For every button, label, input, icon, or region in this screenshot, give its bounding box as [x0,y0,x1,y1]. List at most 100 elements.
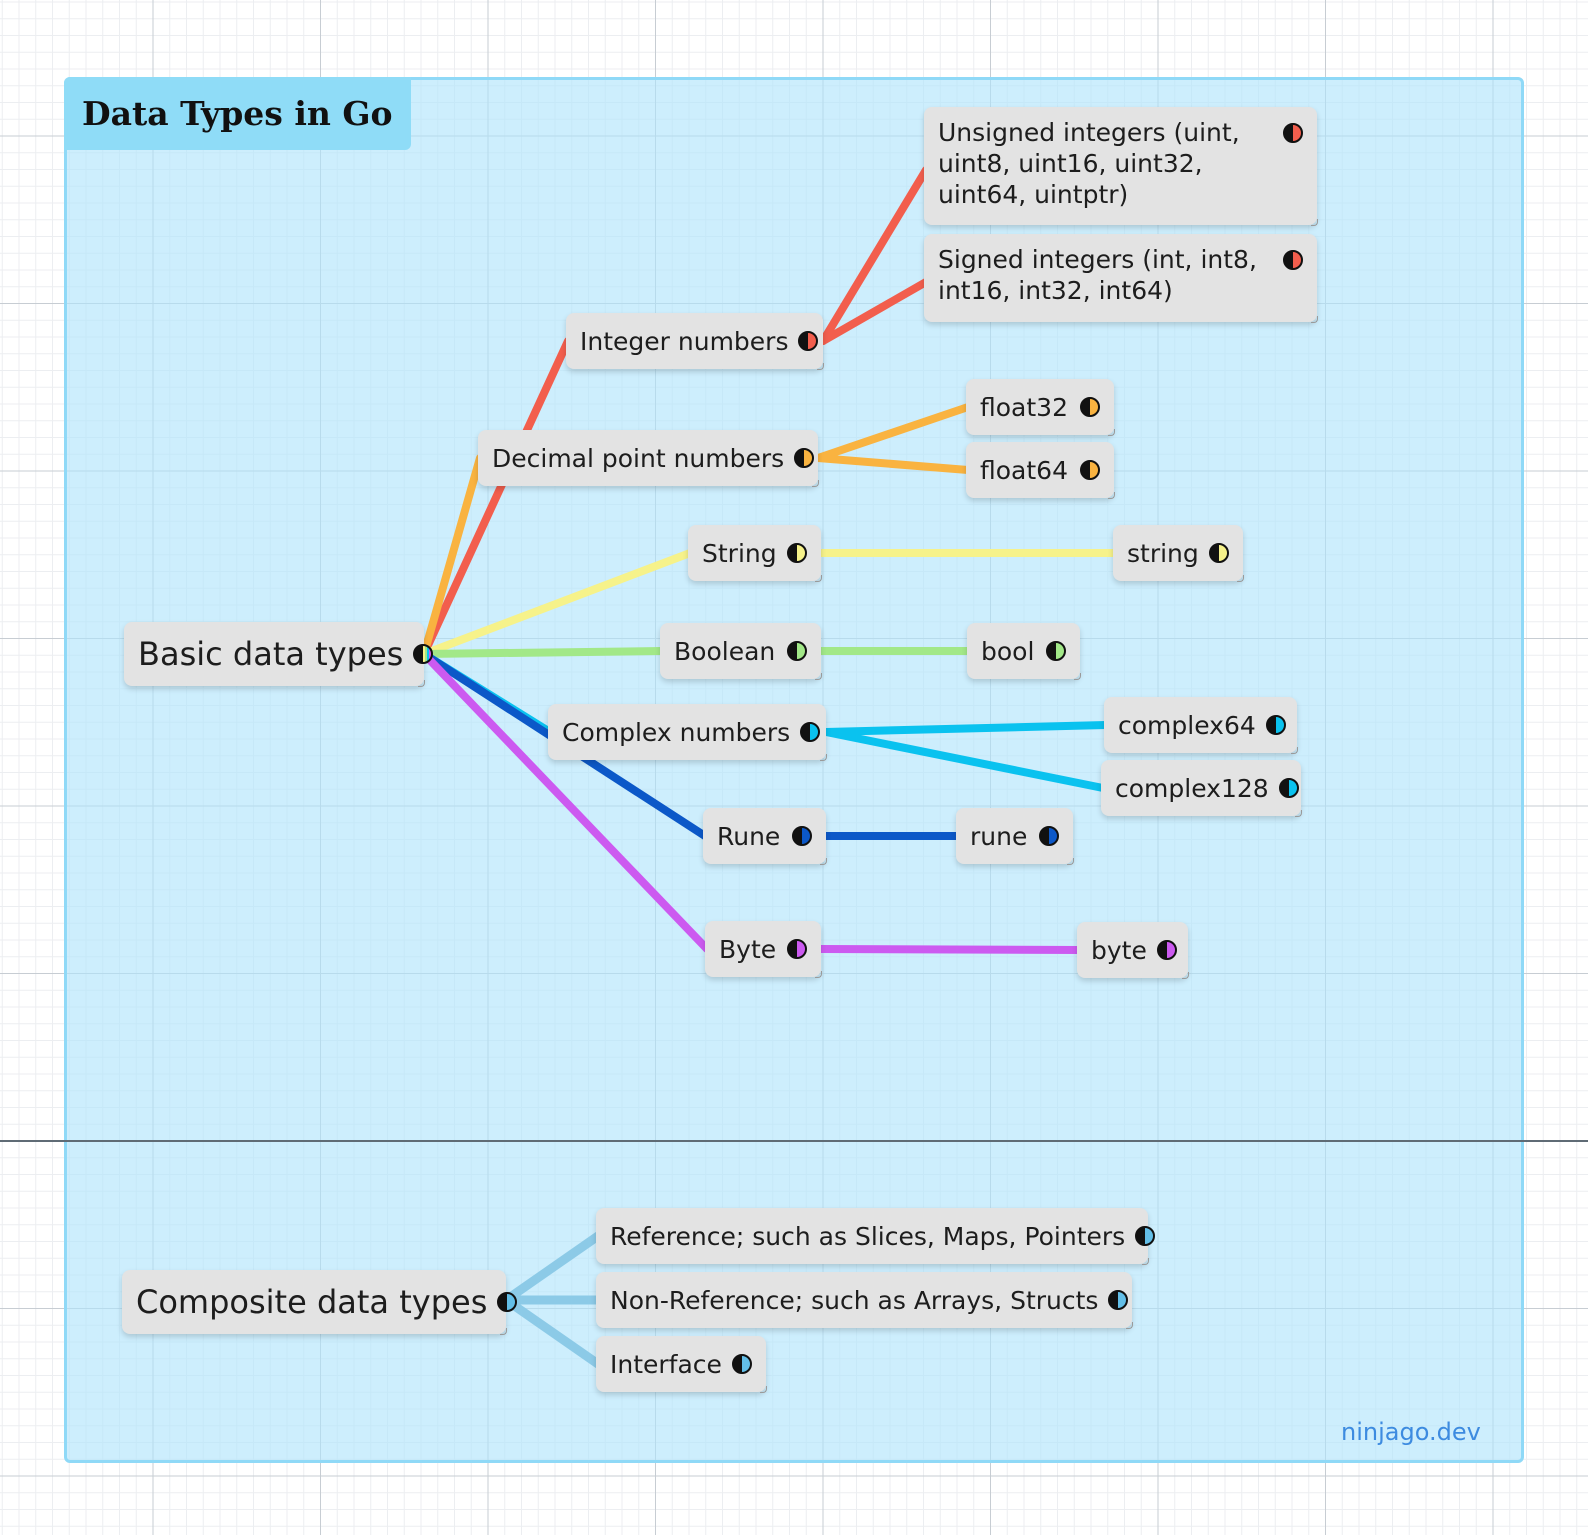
connector-basic-to-decimal [420,454,484,658]
connector-integer-to-signed [819,278,930,345]
node-label: bool [981,636,1035,666]
node-unsigned[interactable]: Unsigned integers (uint, uint8, uint16, … [924,107,1318,226]
connector-basic-to-string [420,549,694,658]
node-integer[interactable]: Integer numbers [566,313,824,370]
resize-handle-icon[interactable] [1067,858,1074,865]
node-label: string [1127,538,1199,568]
connector-complex-to-complex64 [822,721,1110,736]
resize-handle-icon[interactable] [1291,747,1298,754]
connector-basic-to-boolean [420,647,666,658]
half-circle-icon[interactable] [1278,778,1299,798]
connector-complex-to-complex128 [822,728,1107,792]
resize-handle-icon[interactable] [1108,429,1115,436]
resize-handle-icon[interactable] [817,363,824,370]
node-signed[interactable]: Signed integers (int, int8, int16, int32… [924,234,1318,323]
node-label: Reference; such as Slices, Maps, Pointer… [610,1221,1126,1251]
resize-handle-icon[interactable] [812,480,819,487]
node-decimal[interactable]: Decimal point numbers [478,430,819,487]
node-label: Interface [610,1349,722,1379]
resize-handle-icon[interactable] [815,971,822,978]
node-byte-t[interactable]: byte [1077,922,1189,979]
half-circle-icon[interactable] [798,331,819,351]
node-label: Byte [719,934,777,964]
page-divider-line [0,1140,1588,1142]
node-label: rune [970,821,1028,851]
half-circle-icon[interactable] [1156,940,1177,960]
half-circle-icon[interactable] [1265,715,1286,735]
connector-basic-to-integer [420,337,572,658]
node-rune-t[interactable]: rune [956,808,1074,865]
half-circle-icon[interactable] [1108,1290,1129,1310]
resize-handle-icon[interactable] [815,575,822,582]
half-circle-icon[interactable] [787,641,807,661]
resize-handle-icon[interactable] [1311,316,1318,323]
resize-handle-icon[interactable] [820,858,827,865]
half-circle-icon[interactable] [1080,397,1100,417]
half-circle-icon[interactable] [787,543,807,563]
node-string[interactable]: String [688,525,822,582]
node-label: Basic data types [138,635,404,673]
node-string-t[interactable]: string [1113,525,1244,582]
node-bool-t[interactable]: bool [967,623,1081,680]
node-label: Complex numbers [562,717,791,747]
node-label: Integer numbers [580,326,789,356]
watermark: ninjago.dev [1341,1418,1481,1446]
node-label: float32 [980,392,1068,422]
node-label: Signed integers (int, int8, int16, int32… [938,245,1257,305]
node-label: complex64 [1118,710,1256,740]
resize-handle-icon[interactable] [1182,972,1189,979]
half-circle-icon[interactable] [732,1354,752,1374]
node-byte[interactable]: Byte [705,921,822,978]
dual-color-toggle-icon[interactable] [413,644,434,664]
node-basic[interactable]: Basic data types [124,622,434,687]
resize-handle-icon[interactable] [1074,673,1081,680]
half-circle-icon[interactable] [794,448,815,468]
resize-handle-icon[interactable] [1108,492,1115,499]
connector-composite-to-reference [501,1231,603,1305]
resize-handle-icon[interactable] [418,680,425,687]
node-label: Non-Reference; such as Arrays, Structs [610,1285,1099,1315]
half-circle-icon[interactable] [1080,460,1100,480]
node-float32[interactable]: float32 [966,379,1115,436]
resize-handle-icon[interactable] [820,754,827,761]
connector-decimal-to-float64 [814,454,972,474]
half-circle-icon[interactable] [792,826,812,846]
node-interface[interactable]: Interface [596,1336,767,1393]
node-complex64[interactable]: complex64 [1104,697,1298,754]
half-circle-icon[interactable] [497,1292,518,1312]
half-circle-icon[interactable] [787,939,807,959]
resize-handle-icon[interactable] [1126,1322,1133,1329]
node-reference[interactable]: Reference; such as Slices, Maps, Pointer… [596,1208,1156,1265]
node-nonreference[interactable]: Non-Reference; such as Arrays, Structs [596,1272,1133,1329]
node-boolean[interactable]: Boolean [660,623,822,680]
node-rune[interactable]: Rune [703,808,827,865]
half-circle-icon[interactable] [1046,641,1066,661]
resize-handle-icon[interactable] [1311,219,1318,226]
resize-handle-icon[interactable] [815,673,822,680]
node-label: Decimal point numbers [492,443,785,473]
resize-handle-icon[interactable] [500,1328,507,1335]
half-circle-icon[interactable] [1209,543,1229,563]
node-composite[interactable]: Composite data types [122,1270,518,1335]
half-circle-icon[interactable] [1283,123,1303,143]
resize-handle-icon[interactable] [1237,575,1244,582]
node-float64[interactable]: float64 [966,442,1115,499]
resize-handle-icon[interactable] [1295,810,1302,817]
node-label: Boolean [674,636,776,666]
resize-handle-icon[interactable] [1142,1258,1149,1265]
connector-composite-to-interface [501,1295,603,1369]
resize-handle-icon[interactable] [760,1386,767,1393]
half-circle-icon[interactable] [1135,1226,1156,1246]
half-circle-icon[interactable] [1039,826,1059,846]
node-complex[interactable]: Complex numbers [548,704,827,761]
half-circle-icon[interactable] [1283,250,1303,270]
half-circle-icon[interactable] [800,722,821,742]
node-label: complex128 [1115,773,1269,803]
connector-byte-to-byte-t [817,945,1083,954]
frame-title[interactable]: Data Types in Go [64,77,411,150]
connector-integer-to-unsigned [819,166,930,345]
connector-basic-to-byte [420,650,711,953]
node-complex128[interactable]: complex128 [1101,760,1302,817]
node-label: byte [1091,935,1147,965]
